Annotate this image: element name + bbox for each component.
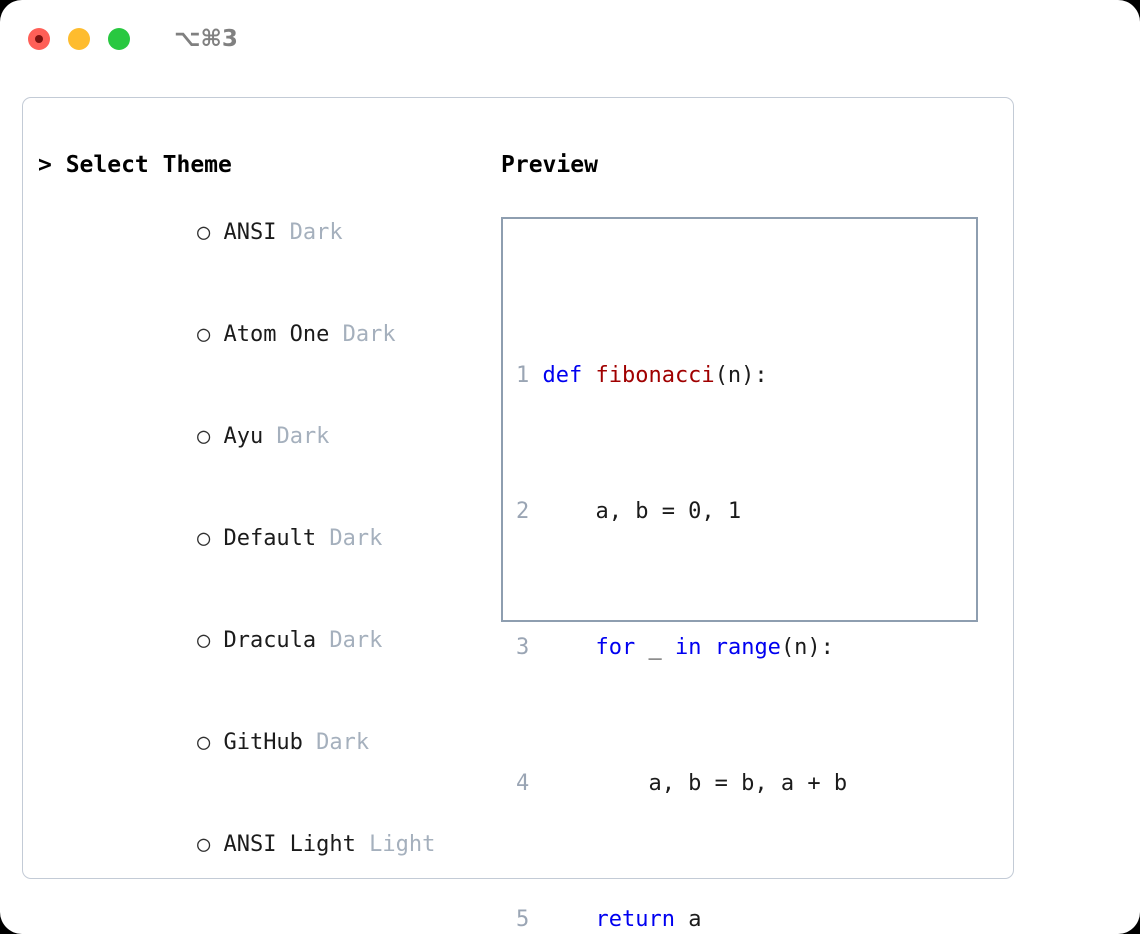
code-token: _: [648, 635, 675, 660]
radio-icon: ○: [196, 526, 224, 551]
line-number: 1: [516, 363, 530, 388]
radio-icon: ○: [196, 424, 224, 449]
radio-icon: ○: [196, 730, 224, 755]
code-line: 1 def fibonacci(n):: [516, 359, 887, 393]
preview-content: 1 def fibonacci(n): 2 a, b = 0, 1 3 for …: [516, 257, 887, 934]
line-number: 4: [516, 771, 530, 796]
code-token: a: [688, 907, 702, 932]
keyboard-shortcut-label: ⌥⌘3: [174, 26, 238, 52]
theme-option-tag: Dark: [329, 322, 396, 347]
code-token: fibonacci: [595, 363, 715, 388]
line-number: 5: [516, 907, 530, 932]
theme-option-label: ANSI Light: [223, 832, 356, 857]
close-button[interactable]: [28, 28, 50, 50]
theme-option-label: Ayu: [223, 424, 264, 449]
code-token: return: [595, 907, 689, 932]
radio-icon: ○: [196, 628, 224, 653]
theme-option-ansi-dark[interactable]: ○ ANSI Dark: [38, 182, 488, 284]
code-line: 4 a, b = b, a + b: [516, 767, 887, 801]
theme-option-label: ANSI: [223, 220, 277, 245]
line-number: 2: [516, 499, 530, 524]
theme-option-ayu-light[interactable]: ○ Ayu Light Light: [38, 896, 488, 934]
panel-columns: > Select Theme ○ ANSI Dark ○ Atom One Da…: [23, 98, 1013, 932]
code-token: (n):: [714, 363, 768, 388]
theme-option-ansi-light[interactable]: ○ ANSI Light Light: [38, 794, 488, 896]
radio-icon: ○: [196, 832, 224, 857]
code-line: 2 a, b = 0, 1: [516, 495, 887, 529]
theme-option-label: Atom One: [223, 322, 330, 347]
code-line: 5 return a: [516, 903, 887, 934]
preview-box: 1 def fibonacci(n): 2 a, b = 0, 1 3 for …: [501, 217, 978, 932]
minimize-button[interactable]: [68, 28, 90, 50]
code-token: [542, 635, 595, 660]
code-token: a, b = 0, 1: [542, 499, 742, 524]
theme-selector-column: > Select Theme ○ ANSI Dark ○ Atom One Da…: [38, 148, 488, 934]
code-token: for: [595, 635, 649, 660]
theme-option-label: GitHub: [223, 730, 303, 755]
theme-option-ayu-dark[interactable]: ○ Ayu Dark: [38, 386, 488, 488]
close-icon: [35, 35, 43, 43]
theme-option-label: Default: [223, 526, 317, 551]
maximize-button[interactable]: [108, 28, 130, 50]
theme-option-tag: Light: [355, 832, 436, 857]
theme-option-tag: Dark: [316, 526, 383, 551]
main-panel: > Select Theme ○ ANSI Dark ○ Atom One Da…: [22, 97, 1014, 932]
theme-option-atom-one-dark[interactable]: ○ Atom One Dark: [38, 284, 488, 386]
theme-option-tag: Dark: [276, 220, 343, 245]
theme-option-label: Dracula: [223, 628, 317, 653]
code-token: in: [674, 635, 715, 660]
code-token: [542, 907, 595, 932]
code-line: 3 for _ in range(n):: [516, 631, 887, 665]
theme-option-tag: Dark: [316, 628, 383, 653]
code-token: range: [714, 635, 781, 660]
radio-icon: ○: [196, 322, 224, 347]
preview-header: Preview: [501, 152, 598, 178]
code-token: def: [542, 363, 596, 388]
theme-option-dracula-dark[interactable]: ○ Dracula Dark: [38, 590, 488, 692]
select-theme-header: > Select Theme: [38, 152, 232, 178]
theme-option-tag: Dark: [263, 424, 330, 449]
line-number: 3: [516, 635, 530, 660]
theme-option-default-dark[interactable]: ○ Default Dark: [38, 488, 488, 590]
theme-option-github-dark[interactable]: ○ GitHub Dark: [38, 692, 488, 794]
traffic-lights: [28, 28, 130, 50]
title-bar: ⌥⌘3: [0, 0, 1140, 78]
preview-column: Preview 1 def fibonacci(n): 2 a, b = 0, …: [501, 148, 1001, 932]
code-token: a, b = b, a + b: [542, 771, 848, 796]
theme-option-tag: Dark: [302, 730, 370, 755]
code-token: (n):: [780, 635, 834, 660]
theme-list: ○ ANSI Dark ○ Atom One Dark ○ Ayu Dark ○…: [38, 182, 488, 934]
radio-icon: ○: [196, 220, 224, 245]
